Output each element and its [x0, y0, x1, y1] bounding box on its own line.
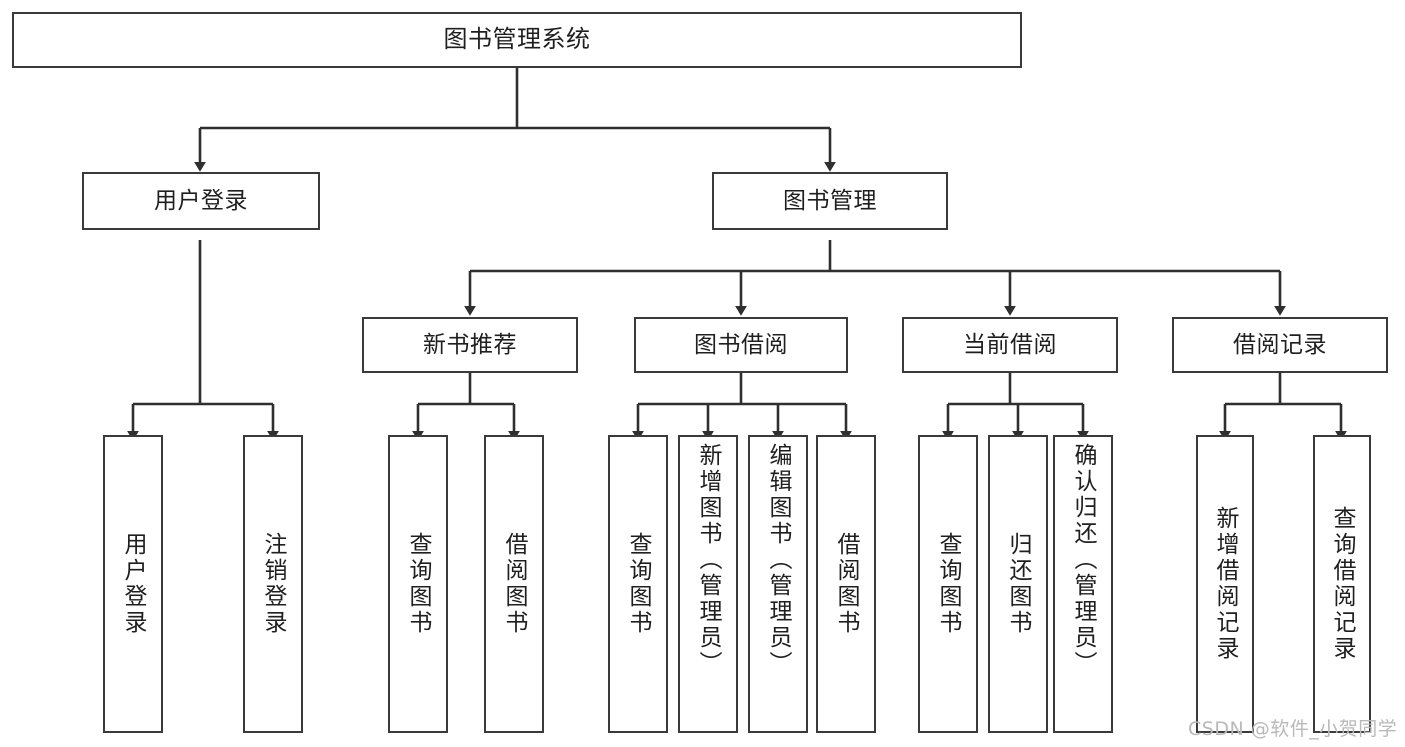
node-new-book-recommend[interactable]: 新书推荐	[362, 317, 578, 373]
node-leaf-logout-login[interactable]: 注销登录	[243, 435, 303, 733]
node-label: 注销登录	[260, 532, 287, 636]
node-leaf-query-book-2[interactable]: 查询图书	[608, 435, 668, 733]
node-label: 用户登录	[154, 187, 248, 214]
node-leaf-confirm-return[interactable]: 确认归还（管理员）	[1053, 435, 1113, 733]
node-label: 归还图书	[1005, 532, 1032, 636]
node-leaf-borrow-book-2[interactable]: 借阅图书	[816, 435, 876, 733]
node-label: 图书借阅	[694, 331, 788, 358]
node-label: 新书推荐	[423, 331, 517, 358]
node-label: 图书管理	[783, 187, 877, 214]
node-root-book-management-system[interactable]: 图书管理系统	[12, 12, 1022, 68]
node-leaf-user-login[interactable]: 用户登录	[103, 435, 163, 733]
node-book-borrow[interactable]: 图书借阅	[634, 317, 848, 373]
node-leaf-query-record[interactable]: 查询借阅记录	[1313, 435, 1371, 733]
node-current-borrow[interactable]: 当前借阅	[902, 317, 1118, 373]
node-book-manage[interactable]: 图书管理	[712, 172, 948, 230]
node-leaf-add-book[interactable]: 新增图书（管理员）	[678, 435, 738, 733]
node-label: 新增借阅记录	[1212, 506, 1239, 662]
node-leaf-return-book[interactable]: 归还图书	[988, 435, 1048, 733]
node-label: 查询图书	[935, 532, 962, 636]
node-label: 新增图书（管理员）	[695, 443, 722, 677]
node-leaf-edit-book[interactable]: 编辑图书（管理员）	[748, 435, 808, 733]
node-label: 图书管理系统	[443, 25, 591, 54]
node-label: 当前借阅	[963, 331, 1057, 358]
node-label: 借阅记录	[1233, 331, 1327, 358]
node-label: 用户登录	[120, 532, 147, 636]
node-leaf-query-book-1[interactable]: 查询图书	[388, 435, 448, 733]
node-label: 确认归还（管理员）	[1070, 443, 1097, 677]
node-label: 查询图书	[625, 532, 652, 636]
node-leaf-add-record[interactable]: 新增借阅记录	[1196, 435, 1254, 733]
node-leaf-borrow-book-1[interactable]: 借阅图书	[484, 435, 544, 733]
node-label: 查询借阅记录	[1329, 506, 1356, 662]
node-label: 借阅图书	[501, 532, 528, 636]
node-leaf-query-book-3[interactable]: 查询图书	[918, 435, 978, 733]
node-label: 编辑图书（管理员）	[765, 443, 792, 677]
csdn-watermark: CSDN @软件_小贺同学	[1188, 718, 1398, 740]
node-borrow-record[interactable]: 借阅记录	[1172, 317, 1388, 373]
node-label: 借阅图书	[833, 532, 860, 636]
node-user-login[interactable]: 用户登录	[82, 172, 320, 230]
node-label: 查询图书	[405, 532, 432, 636]
